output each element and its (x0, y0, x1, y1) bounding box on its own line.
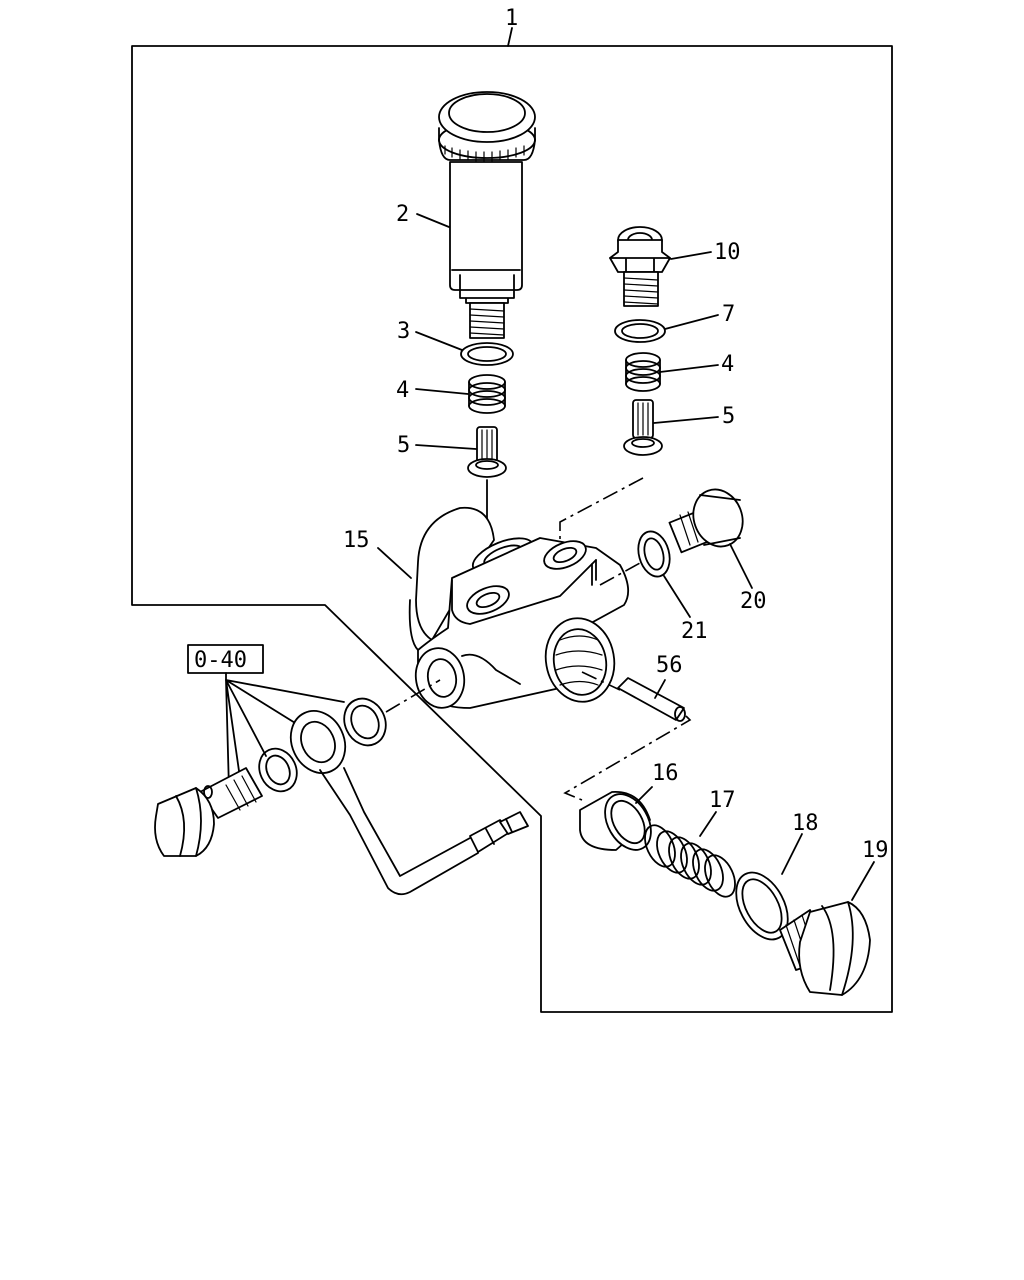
callout-17: 17 (709, 788, 736, 813)
leader-7 (664, 314, 719, 330)
leader-19 (851, 861, 875, 901)
leader-20 (729, 543, 753, 589)
centerline-banjo (385, 679, 441, 713)
callout-5b: 5 (722, 404, 735, 429)
reference-box-label: 0-40 (194, 648, 247, 673)
leader-16 (635, 786, 653, 804)
leader-5b (653, 416, 719, 424)
callout-4b: 4 (721, 352, 734, 377)
part-3-washer (460, 342, 514, 366)
leader-56 (654, 679, 666, 699)
leader-21 (663, 575, 691, 618)
callout-4a: 4 (396, 378, 409, 403)
callout-15: 15 (343, 528, 370, 553)
callout-3: 3 (397, 319, 410, 344)
leader-17 (699, 811, 717, 837)
centerline-21 (599, 562, 641, 586)
callout-20: 20 (740, 589, 767, 614)
callout-2: 2 (396, 202, 409, 227)
leader-2 (416, 213, 450, 228)
banjo-fitting (289, 710, 529, 896)
part-21-washer (637, 530, 671, 578)
callout-18: 18 (792, 811, 819, 836)
callout-7: 7 (722, 302, 735, 327)
callout-1: 1 (505, 6, 518, 31)
callout-16: 16 (652, 761, 679, 786)
part-56-pin (617, 677, 686, 722)
part-15-pump-body (408, 506, 630, 709)
centerline-56 (563, 671, 692, 801)
callout-56: 56 (656, 653, 683, 678)
leader-10 (670, 251, 712, 260)
leader-4b (659, 364, 719, 373)
part-5-valve-right (623, 399, 663, 456)
part-19-plug-bolt (779, 901, 871, 996)
callout-19: 19 (862, 838, 889, 863)
part-7-washer (614, 319, 666, 343)
banjo-washer-lower (258, 747, 298, 793)
part-17-spring (644, 824, 736, 898)
reference-leaders (225, 679, 345, 791)
reference-group-0-40 (187, 644, 345, 791)
part-4-spring-right (625, 352, 661, 392)
part-10-valve-holder (609, 226, 671, 307)
callout-10: 10 (714, 240, 741, 265)
part-18-gasket (735, 871, 789, 941)
part-2-primer-pump (438, 91, 536, 339)
part-16-sleeve (579, 791, 652, 851)
leader-18 (781, 833, 803, 875)
part-4-spring-left (468, 374, 506, 414)
leader-3 (415, 331, 463, 351)
banjo-bolt (154, 767, 263, 857)
leader-15 (377, 547, 412, 579)
banjo-washer-upper (343, 697, 387, 747)
leader-4a (415, 388, 469, 395)
assembly-frame (131, 45, 893, 1013)
callout-5a: 5 (397, 433, 410, 458)
callout-21: 21 (681, 619, 708, 644)
part-5-valve-left (467, 426, 507, 478)
part-20-plug (668, 488, 744, 554)
leader-5a (415, 444, 477, 450)
leader-1 (507, 27, 513, 47)
